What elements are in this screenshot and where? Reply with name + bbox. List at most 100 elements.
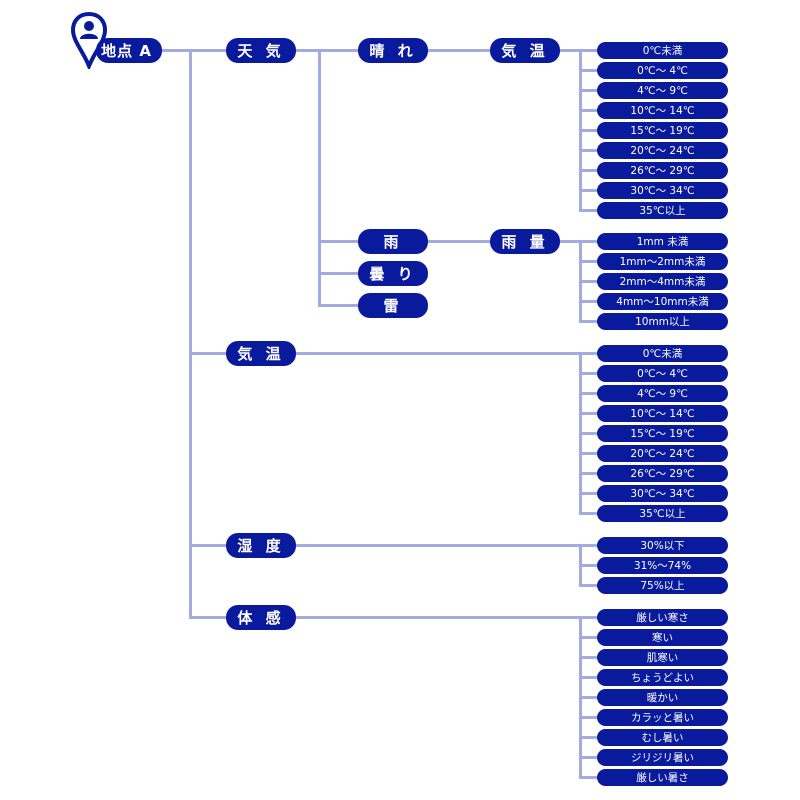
leaf-node[interactable]: 10mm以上 — [597, 312, 728, 330]
connector-line — [190, 543, 226, 547]
connector-line — [580, 635, 597, 639]
connector-line — [580, 259, 597, 263]
root-node-location-a[interactable]: 地点 A — [96, 38, 162, 63]
leaf-node[interactable]: 10℃～ 14℃ — [597, 101, 728, 119]
leaf-node[interactable]: 26℃～ 29℃ — [597, 464, 728, 482]
leaf-node[interactable]: 厳しい寒さ — [597, 608, 728, 626]
connector-line — [428, 48, 490, 52]
leaf-node[interactable]: 26℃～ 29℃ — [597, 161, 728, 179]
connector-line — [580, 208, 597, 212]
connector-line — [580, 583, 597, 587]
leaf-node[interactable]: 30℃～ 34℃ — [597, 484, 728, 502]
leaf-node[interactable]: 0℃～ 4℃ — [597, 61, 728, 79]
connector-line — [296, 351, 580, 355]
leaf-node[interactable]: 0℃～ 4℃ — [597, 364, 728, 382]
connector-line — [578, 617, 582, 779]
connector-line — [580, 371, 597, 375]
connector-line — [580, 471, 597, 475]
leaf-node[interactable]: 寒い — [597, 628, 728, 646]
connector-line — [580, 615, 597, 619]
connector-line — [578, 241, 582, 323]
connector-line — [580, 279, 597, 283]
connector-line — [190, 615, 226, 619]
leaf-node[interactable]: 10℃～ 14℃ — [597, 404, 728, 422]
category-node[interactable]: 天 気 — [226, 37, 296, 63]
weather-node[interactable]: 雷 — [358, 292, 428, 318]
location-pin-person-icon — [70, 11, 108, 69]
connector-line — [580, 655, 597, 659]
connector-line — [578, 353, 582, 515]
leaf-node[interactable]: 厳しい暑さ — [597, 768, 728, 786]
connector-line — [580, 543, 597, 547]
connector-line — [428, 239, 490, 243]
leaf-node[interactable]: 35℃以上 — [597, 201, 728, 219]
category-node[interactable]: 湿 度 — [226, 532, 296, 558]
connector-line — [580, 188, 597, 192]
connector-line — [580, 735, 597, 739]
leaf-node[interactable]: 4℃～ 9℃ — [597, 81, 728, 99]
leaf-node[interactable]: 35℃以上 — [597, 504, 728, 522]
connector-line — [580, 48, 597, 52]
leaf-node[interactable]: 肌寒い — [597, 648, 728, 666]
leaf-node[interactable]: 15℃～ 19℃ — [597, 424, 728, 442]
connector-line — [188, 50, 192, 619]
connector-line — [580, 431, 597, 435]
connector-line — [560, 48, 580, 52]
connector-line — [190, 351, 226, 355]
connector-line — [580, 411, 597, 415]
connector-line — [319, 303, 358, 307]
measure-node[interactable]: 気 温 — [490, 37, 560, 63]
connector-line — [580, 128, 597, 132]
leaf-node[interactable]: 15℃～ 19℃ — [597, 121, 728, 139]
connector-line — [578, 50, 582, 212]
leaf-node[interactable]: 暖かい — [597, 688, 728, 706]
connector-line — [580, 299, 597, 303]
connector-line — [580, 491, 597, 495]
connector-line — [580, 168, 597, 172]
connector-line — [580, 68, 597, 72]
category-node[interactable]: 体 感 — [226, 604, 296, 630]
connector-line — [580, 675, 597, 679]
connector-line — [580, 108, 597, 112]
leaf-node[interactable]: ジリジリ暑い — [597, 748, 728, 766]
connector-line — [580, 695, 597, 699]
weather-node[interactable]: 雨 — [358, 228, 428, 254]
connector-line — [296, 48, 358, 52]
weather-node[interactable]: 曇 り — [358, 260, 428, 286]
leaf-node[interactable]: 30%以下 — [597, 536, 728, 554]
leaf-node[interactable]: 75%以上 — [597, 576, 728, 594]
connector-line — [580, 451, 597, 455]
connector-line — [162, 48, 226, 52]
connector-line — [578, 545, 582, 587]
connector-line — [580, 148, 597, 152]
connector-line — [580, 775, 597, 779]
leaf-node[interactable]: 4℃～ 9℃ — [597, 384, 728, 402]
leaf-node[interactable]: 20℃～ 24℃ — [597, 141, 728, 159]
leaf-node[interactable]: むし暑い — [597, 728, 728, 746]
connector-line — [580, 351, 597, 355]
leaf-node[interactable]: 0℃未満 — [597, 344, 728, 362]
connector-line — [580, 715, 597, 719]
leaf-node[interactable]: 30℃～ 34℃ — [597, 181, 728, 199]
connector-line — [560, 239, 580, 243]
leaf-node[interactable]: 31%～74% — [597, 556, 728, 574]
connector-line — [580, 239, 597, 243]
measure-node[interactable]: 雨 量 — [490, 228, 560, 254]
connector-line — [296, 543, 580, 547]
leaf-node[interactable]: 1mm 未満 — [597, 232, 728, 250]
connector-line — [319, 271, 358, 275]
leaf-node[interactable]: ちょうどよい — [597, 668, 728, 686]
leaf-node[interactable]: 20℃～ 24℃ — [597, 444, 728, 462]
leaf-node[interactable]: 2mm～4mm未満 — [597, 272, 728, 290]
leaf-node[interactable]: 0℃未満 — [597, 41, 728, 59]
connector-line — [580, 563, 597, 567]
connector-line — [580, 391, 597, 395]
category-node[interactable]: 気 温 — [226, 340, 296, 366]
leaf-node[interactable]: 1mm～2mm未満 — [597, 252, 728, 270]
connector-line — [580, 511, 597, 515]
connector-line — [319, 239, 358, 243]
weather-node[interactable]: 晴 れ — [358, 37, 428, 63]
connector-line — [317, 50, 321, 307]
leaf-node[interactable]: 4mm～10mm未満 — [597, 292, 728, 310]
leaf-node[interactable]: カラッと暑い — [597, 708, 728, 726]
